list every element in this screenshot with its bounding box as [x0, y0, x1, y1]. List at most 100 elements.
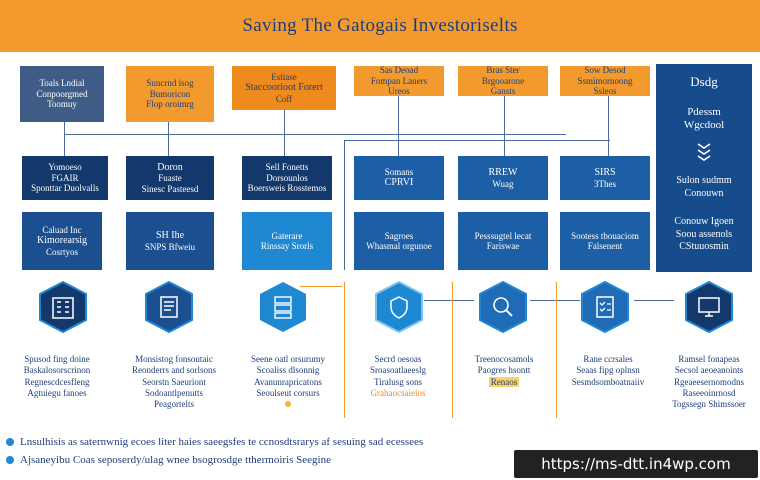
caption-5-l3: Renaos [488, 376, 520, 387]
row3-box-6: Sootess tbouaciom Falsenent [560, 212, 650, 270]
building-icon [36, 280, 90, 334]
row3-box-4-line2: Whasmal orgunoe [366, 241, 432, 251]
row2-box-2: Doron Fuaste Sinesc Pasteesd [126, 156, 214, 200]
row2-box-6: SIRS 3Thes [560, 156, 650, 200]
row3-box-1: Caluad Inc Kimorearsig Cosrtyos [22, 212, 102, 270]
row2-box-2-line1: Doron [157, 161, 183, 173]
connector-v1 [64, 122, 65, 156]
caption-3-l2: Scoaliss dlsonnig [256, 365, 320, 376]
row2-box-5-line2: Wuag [492, 178, 514, 189]
caption-5-l1: Treenocosamols [474, 354, 534, 364]
connector-h1 [64, 134, 566, 135]
footer-bullet-1: Lnsulhisis as saternwnig ecoes liter hai… [6, 436, 423, 448]
row2-box-6-line2: 3Thes [594, 178, 616, 189]
caption-1: Spusod fing doine Baskalosorscrinon Regn… [2, 354, 112, 399]
caption-5: Treenocosamols Paogres hsontt Renaos [454, 354, 554, 388]
row1-box-4-line2: Fompan Lauers [370, 75, 428, 86]
row3-box-1-line3: Cosrtyos [45, 246, 78, 257]
side-panel-sub1: Pdessm [687, 106, 721, 118]
caption-7-l1: Ramsel fonapeas [678, 354, 740, 364]
caption-6-l3: Sesmdsomboatnaiiv [571, 376, 645, 387]
caption-4-l4: Grahaocsaieios [370, 387, 426, 398]
connector-h5 [530, 300, 580, 301]
bullet-dot-icon [6, 438, 14, 446]
row2-box-3-line2: Dorsounlos [266, 172, 308, 183]
row1-box-1-line2: Conpoorgmed [36, 88, 88, 99]
row1-box-6-line3: Ssleos [593, 86, 617, 97]
row2-box-3: Sell Fonetts Dorsounlos Boersweis Rosste… [242, 156, 332, 200]
side-panel-bot1: Conouw Igoen [674, 216, 734, 228]
row2-box-4: Somans CPRVI [354, 156, 444, 200]
row1-box-4: Sas Deoad Fompan Lauers Ureos [354, 65, 444, 97]
caption-2-l5: Peagortelts [154, 399, 194, 409]
caption-7-l4: Raseeoinrnosd [682, 387, 736, 398]
side-panel-bot2: Soou assenols [675, 228, 733, 240]
row1-box-1-line1: Toals Lndial [39, 78, 85, 89]
page-title: Saving The Gatogais Investoriselts [242, 15, 518, 36]
row1-box-6-line2: Ssmimornoong [577, 75, 633, 86]
row1-box-3: Estiase Staccoorioot Forert Coff [232, 66, 336, 110]
caption-7-l3: Rgeaeesernomodns [674, 376, 744, 387]
divider-1 [344, 282, 345, 418]
caption-6: Rane ccrsales Seaas fipg oplnsn Sesmdsom… [558, 354, 658, 388]
connector-v5 [504, 96, 505, 156]
side-panel-sub2: Wgcdool [683, 119, 725, 132]
caption-3-l4: Seoulseut corsurs [256, 387, 320, 398]
caption-7-l2: Secsol aeoeanoints [674, 365, 744, 376]
caption-2: Monsistog fonsoutaic Reonderrs and sorls… [118, 354, 230, 410]
caption-6-l1: Rane ccrsales [583, 354, 633, 364]
connector-h3 [300, 286, 342, 287]
row3-box-1-line2: Kimorearsig [37, 235, 87, 247]
row2-box-4-line1: Somans [384, 167, 414, 178]
row3-box-3-line1: Gaterare [271, 230, 303, 241]
caption-7: Ramsel fonapeas Secsol aeoeanoints Rgeae… [660, 354, 758, 410]
row1-box-2-line3: Flop oroimrg [146, 99, 194, 110]
caption-4-l2: Sroasoatlaeeslg [370, 365, 426, 376]
row2-box-5-line1: RREW [488, 167, 518, 179]
caption-1-l3: Regnescdcesfleng [24, 376, 90, 387]
row3-box-3-line2: Rinssay Srorls [260, 241, 314, 251]
row3-box-3: Gaterare Rinssay Srorls [242, 212, 332, 270]
hand-shield-icon [372, 280, 426, 334]
row1-box-4-line3: Ureos [388, 86, 410, 97]
row1-box-5-line3: Gansts [490, 86, 516, 97]
row2-box-6-line1: SIRS [594, 167, 616, 179]
caption-3-l3: Avanunrapricatons [254, 376, 322, 387]
caption-3: Seene oatl orsurumy Scoaliss dlsonnig Av… [232, 354, 344, 407]
row2-box-5: RREW Wuag [458, 156, 548, 200]
computer-icon [682, 280, 736, 334]
row3-box-5-line1: Pesssugtel lecat [474, 230, 532, 241]
caption-1-l4: Agtuiegu fanoes [27, 387, 87, 398]
watermark-url: https://ms-dtt.in4wp.com [514, 450, 758, 478]
caption-4: Secrd oesoas Sroasoatlaeeslg Tiralusg so… [346, 354, 450, 399]
row1-box-3-line2: Staccoorioot Forert [245, 82, 323, 94]
row3-box-2-line2: SNPS Bfweiu [144, 241, 196, 252]
row1-box-5-line2: Brgooarone [481, 75, 525, 86]
row2-box-4-line2: CPRVI [384, 177, 414, 189]
row2-box-1-line2: FGAIR [51, 172, 79, 183]
caption-4-l1: Secrd oesoas [374, 354, 422, 364]
connector-v6 [608, 96, 609, 156]
caption-4-l3: Tiralusg sons [374, 376, 422, 387]
side-panel-title: Dsdg [690, 74, 718, 89]
row3-box-4: Sagroes Whasmal orgunoe [354, 212, 444, 270]
server-icon [256, 280, 310, 334]
bullet-dot-icon [285, 401, 291, 407]
divider-3 [556, 282, 557, 418]
caption-6-l2: Seaas fipg oplnsn [576, 365, 640, 376]
row1-box-3-line3: Coff [275, 93, 293, 104]
row1-box-5: Bras Ster Brgooarone Gansts [458, 65, 548, 97]
connector-v2 [168, 122, 169, 156]
side-panel-mid2: Conouwn [684, 187, 724, 199]
row1-box-3-line1: Estiase [271, 71, 297, 82]
divider-2 [452, 282, 453, 418]
row1-box-2: Suncrnd isog Bumoricon Flop oroimrg [126, 66, 214, 122]
row3-box-2: SH Ihe SNPS Bfweiu [126, 212, 214, 270]
header-bar: Saving The Gatogais Investoriselts [0, 0, 760, 52]
caption-2-l4: Sodoantlpenutts [145, 387, 203, 398]
row1-box-4-line1: Sas Deoad [379, 65, 419, 76]
row3-box-4-line1: Sagroes [384, 230, 414, 241]
chevron-stack-icon [662, 140, 746, 169]
connector-h2 [344, 140, 610, 141]
row3-box-1-line1: Caluad Inc [42, 224, 82, 235]
